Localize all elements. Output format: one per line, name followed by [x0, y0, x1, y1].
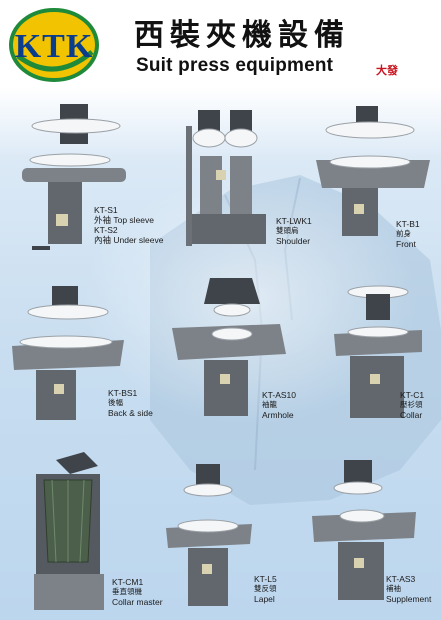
label-kt-cm1: KT-CM1 垂直領機 Collar master — [112, 577, 163, 607]
ktk-logo: KTK — [8, 6, 100, 84]
label-kt-bs1-zh: 後幅 — [108, 398, 123, 407]
back-side-press-icon — [12, 286, 124, 420]
label-kt-s2-code: KT-S2 — [94, 225, 118, 235]
sleeve-press-icon — [22, 104, 126, 250]
machine-kt-as3 — [308, 456, 420, 606]
label-kt-s: KT-S1 外袖 Top sleeve KT-S2 內袖 Under sleev… — [94, 205, 163, 245]
label-kt-bs1: KT-BS1 後幅 Back & side — [108, 388, 153, 418]
label-kt-cm1-code: KT-CM1 — [112, 577, 144, 587]
label-kt-b1: KT-B1 前身 Front — [396, 219, 420, 249]
label-kt-l5-zh: 雙反領 — [254, 584, 277, 593]
label-kt-lwk1: KT-LWK1 雙頭肩 Shoulder — [276, 216, 312, 246]
label-kt-l5-en: Lapel — [254, 594, 275, 604]
title-english: Suit press equipment — [136, 55, 334, 76]
label-kt-s1-name: 外袖 Top sleeve — [94, 215, 154, 225]
label-kt-c1-en: Collar — [400, 410, 423, 420]
machine-kt-l5 — [162, 460, 256, 614]
label-kt-as10: KT-AS10 袖籠 Armhole — [262, 390, 296, 420]
machine-kt-c1 — [330, 282, 426, 424]
label-kt-as10-code: KT-AS10 — [262, 390, 297, 400]
machine-kt-as10 — [170, 274, 290, 424]
machine-kt-lwk1 — [178, 96, 278, 256]
label-kt-c1-code: KT-C1 — [400, 390, 425, 400]
label-kt-as3: KT-AS3 補袖 Supplement — [386, 574, 431, 604]
machine-kt-s — [14, 96, 134, 256]
label-kt-lwk1-zh: 雙頭肩 — [276, 226, 299, 235]
label-kt-as3-code: KT-AS3 — [386, 574, 416, 584]
label-kt-as10-en: Armhole — [262, 410, 294, 420]
label-kt-c1-zh: 壓衫領 — [400, 400, 423, 409]
label-kt-cm1-en: Collar master — [112, 597, 163, 607]
collar-master-icon — [34, 452, 104, 610]
machine-kt-cm1 — [30, 450, 110, 614]
logo-ring-icon — [9, 8, 99, 82]
armhole-press-icon — [172, 278, 286, 416]
label-kt-l5-code: KT-L5 — [254, 574, 277, 584]
logo-text: KTK — [14, 28, 94, 65]
label-kt-bs1-code: KT-BS1 — [108, 388, 138, 398]
label-kt-b1-en: Front — [396, 239, 416, 249]
label-kt-cm1-zh: 垂直領機 — [112, 587, 142, 596]
machine-kt-bs1 — [8, 284, 128, 424]
supplement-press-icon — [312, 460, 416, 600]
label-kt-l5: KT-L5 雙反領 Lapel — [254, 574, 277, 604]
label-kt-as10-zh: 袖籠 — [262, 400, 277, 409]
label-kt-b1-zh: 前身 — [396, 229, 411, 238]
label-kt-c1: KT-C1 壓衫領 Collar — [400, 390, 424, 420]
label-kt-lwk1-en: Shoulder — [276, 236, 311, 246]
label-kt-as3-en: Supplement — [386, 594, 432, 604]
brand-tag-red: 大發 — [376, 64, 398, 77]
collar-press-icon — [334, 285, 422, 418]
label-kt-lwk1-code: KT-LWK1 — [276, 216, 312, 226]
label-kt-b1-code: KT-B1 — [396, 219, 420, 229]
label-kt-s1-code: KT-S1 — [94, 205, 118, 215]
label-kt-s2-name: 內袖 Under sleeve — [94, 235, 164, 245]
label-kt-bs1-en: Back & side — [108, 408, 153, 418]
machine-kt-b1 — [312, 104, 434, 244]
title-chinese: 西裝夾機設備 — [134, 18, 350, 53]
front-press-icon — [316, 106, 430, 236]
lapel-press-icon — [166, 464, 252, 606]
label-kt-as3-zh: 補袖 — [386, 584, 401, 593]
shoulder-press-icon — [186, 110, 266, 246]
